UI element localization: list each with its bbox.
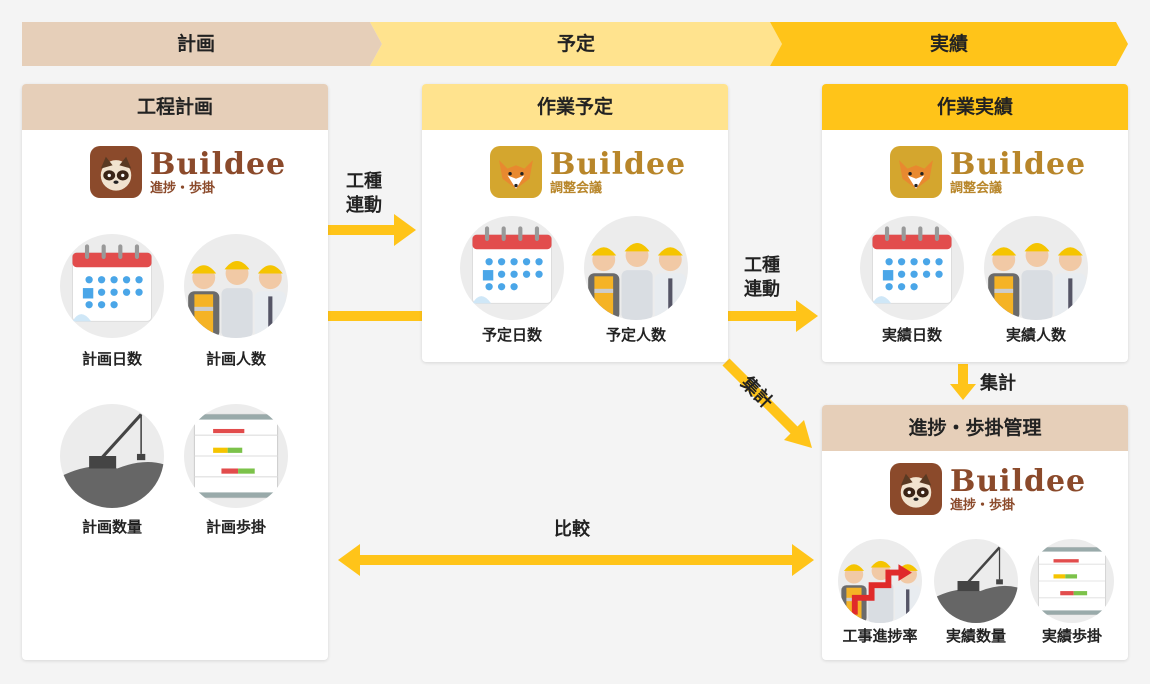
plan-item-productivity: 計画歩掛 bbox=[166, 516, 306, 537]
calendar-icon bbox=[860, 216, 964, 320]
calendar-icon bbox=[460, 216, 564, 320]
aggregate-arrow-down bbox=[950, 364, 976, 400]
link-arrow-2 bbox=[728, 300, 818, 332]
buildee-logo-progress: Buildee 進捗・歩掛 bbox=[90, 146, 286, 198]
actual-item-people: 実績人数 bbox=[966, 324, 1106, 345]
plan-item-days: 計画日数 bbox=[42, 348, 182, 369]
buildee-logo-progress: Buildee 進捗・歩掛 bbox=[890, 463, 1086, 515]
compare-label: 比較 bbox=[554, 518, 590, 542]
link-label-2: 工種連動 bbox=[744, 254, 780, 302]
plan-connector-line bbox=[328, 311, 422, 321]
progress-item-productivity: 実績歩掛 bbox=[1002, 625, 1142, 646]
schedule-card: 作業予定 Buildee 調整会議 予定日数 予定人数 bbox=[422, 84, 728, 362]
logo-subtitle: 調整会議 bbox=[550, 182, 686, 195]
logo-wordmark: Buildee bbox=[550, 150, 686, 180]
schedule-card-title: 作業予定 bbox=[422, 84, 728, 130]
logo-subtitle: 進捗・歩掛 bbox=[150, 182, 286, 195]
workers-icon bbox=[184, 234, 288, 338]
logo-wordmark: Buildee bbox=[950, 467, 1086, 497]
progress-card: 進捗・歩掛管理 Buildee 進捗・歩掛 工事進捗率 実績数量 実績歩掛 bbox=[822, 405, 1128, 660]
actual-item-days: 実績日数 bbox=[842, 324, 982, 345]
calendar-icon bbox=[60, 234, 164, 338]
logo-wordmark: Buildee bbox=[150, 150, 286, 180]
link-arrow-1 bbox=[328, 214, 416, 246]
workers-icon bbox=[984, 216, 1088, 320]
crane-icon bbox=[934, 539, 1018, 623]
buildee-logo-meeting: Buildee 調整会議 bbox=[890, 146, 1086, 198]
schedule-item-days: 予定日数 bbox=[442, 324, 582, 345]
plan-item-quantity: 計画数量 bbox=[42, 516, 182, 537]
progress-card-title: 進捗・歩掛管理 bbox=[822, 405, 1128, 451]
buildee-logo-meeting: Buildee 調整会議 bbox=[490, 146, 686, 198]
schedule-item-people: 予定人数 bbox=[566, 324, 706, 345]
plan-card-title: 工程計画 bbox=[22, 84, 328, 130]
fox-icon bbox=[890, 146, 942, 198]
actual-card-title: 作業実績 bbox=[822, 84, 1128, 130]
actual-card: 作業実績 Buildee 調整会議 実績日数 実績人数 bbox=[822, 84, 1128, 362]
logo-wordmark: Buildee bbox=[950, 150, 1086, 180]
tanuki-icon bbox=[890, 463, 942, 515]
logo-subtitle: 調整会議 bbox=[950, 182, 1086, 195]
logo-subtitle: 進捗・歩掛 bbox=[950, 499, 1086, 512]
tanuki-icon bbox=[90, 146, 142, 198]
fox-icon bbox=[490, 146, 542, 198]
crane-icon bbox=[60, 404, 164, 508]
compare-arrow bbox=[338, 544, 814, 576]
aggregate-label-down: 集計 bbox=[980, 372, 1016, 396]
plan-card: 工程計画 Buildee 進捗・歩掛 計画日数 計画人数 計画数量 計画歩掛 bbox=[22, 84, 328, 660]
workers-icon bbox=[584, 216, 688, 320]
progress-rate-icon bbox=[838, 539, 922, 623]
link-label-1: 工種連動 bbox=[346, 170, 382, 218]
gantt-document-icon bbox=[184, 404, 288, 508]
gantt-document-icon bbox=[1030, 539, 1114, 623]
plan-item-people: 計画人数 bbox=[166, 348, 306, 369]
